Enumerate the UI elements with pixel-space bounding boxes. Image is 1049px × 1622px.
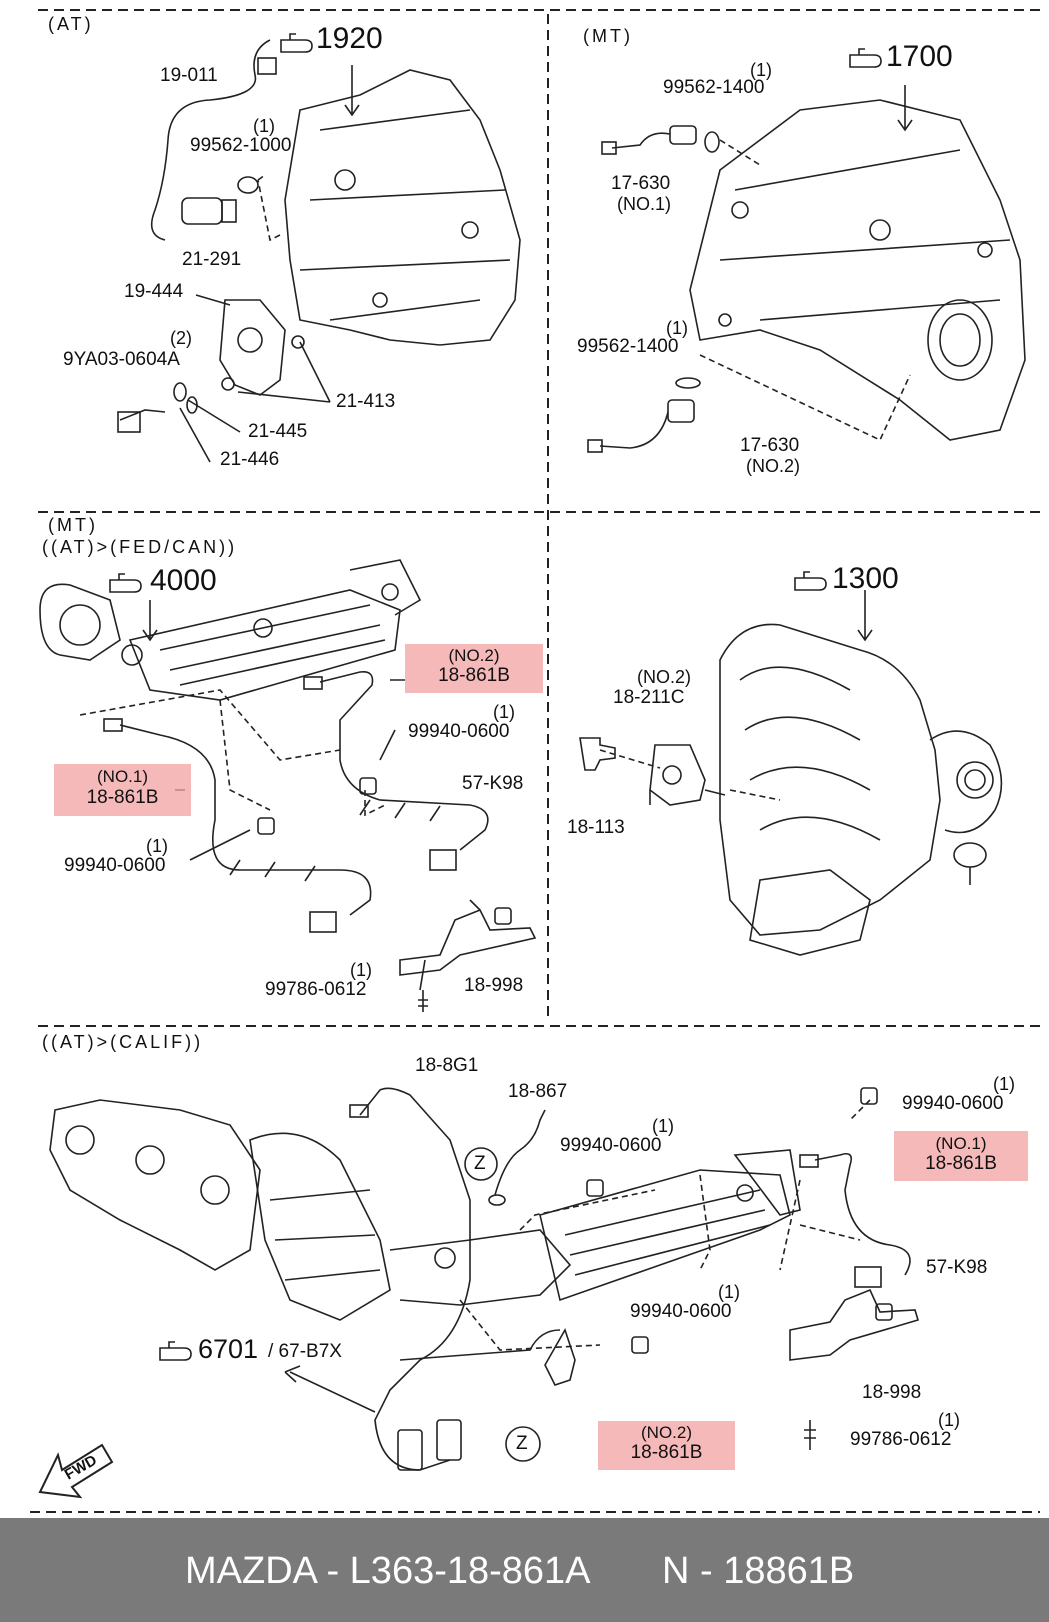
qty-calif-nut-b: (1): [718, 1282, 740, 1302]
label-17-630-b: 17-630: [740, 435, 800, 456]
label-calif-no1-tag: (NO.1): [935, 1134, 987, 1153]
qty-calif-bolt: (1): [938, 1410, 960, 1430]
section-header-mt: (MT): [583, 26, 633, 46]
label-18-8g1: 18-8G1: [415, 1055, 479, 1076]
ref-1700: 1700: [886, 40, 953, 73]
qty-calif-nut-c: (1): [993, 1074, 1015, 1094]
highlight-fed-no1: [54, 764, 191, 816]
section-header-fed-1: (MT): [48, 515, 98, 535]
label-calif-57-k98: 57-K98: [926, 1257, 988, 1278]
highlight-calif-no2: [598, 1421, 735, 1470]
footer-bar: MAZDA - L363-18-861A N - 18861B: [0, 1518, 1049, 1622]
qty-9ya03: (2): [170, 328, 192, 348]
label-99562-1400-b: 99562-1400: [577, 336, 679, 357]
label-fed-bolt: 99786-0612: [265, 979, 367, 1000]
label-calif-18-998: 18-998: [862, 1382, 922, 1403]
label-calif-nut-a: 99940-0600: [560, 1135, 662, 1156]
highlight-fed-no2: [405, 644, 543, 693]
label-calif-no2: 18-861B: [630, 1442, 703, 1463]
qty-fed-bolt: (1): [350, 960, 372, 980]
label-17-630-b-no: (NO.2): [746, 456, 800, 476]
label-fed-nut2: 99940-0600: [64, 855, 166, 876]
footer-brand-part: MAZDA - L363-18-861A: [185, 1550, 591, 1592]
section-header-calif: ((AT)>(CALIF)): [42, 1032, 204, 1052]
footer-n-part: N - 18861B: [662, 1550, 855, 1592]
ref-6701: 6701: [198, 1334, 259, 1364]
label-21-413: 21-413: [336, 391, 396, 412]
label-calif-nut-c: 99940-0600: [902, 1093, 1004, 1114]
ref-4000: 4000: [150, 564, 217, 597]
label-fed-no2: 18-861B: [438, 665, 510, 686]
label-fed-18-998: 18-998: [464, 975, 524, 996]
label-9ya03-0604a: 9YA03-0604A: [63, 349, 180, 370]
qty-fed-nut1: (1): [493, 702, 515, 722]
qty-99562-1400-b: (1): [666, 318, 688, 338]
label-19-011: 19-011: [160, 65, 218, 86]
highlight-calif-no1: [894, 1131, 1028, 1181]
label-17-630-a-no: (NO.1): [617, 194, 671, 214]
label-21-291: 21-291: [182, 249, 242, 270]
ref-1300: 1300: [832, 562, 899, 595]
label-99562-1400-a: 99562-1400: [663, 77, 765, 98]
ref-67b7x: / 67-B7X: [268, 1341, 342, 1362]
label-18-867: 18-867: [508, 1081, 568, 1102]
label-21-446: 21-446: [220, 449, 280, 470]
label-calif-no1: 18-861B: [925, 1153, 997, 1174]
section-header-fed-2: ((AT)>(FED/CAN)): [42, 537, 238, 557]
label-fed-no1: 18-861B: [86, 787, 159, 808]
label-18-211c-no: (NO.2): [637, 667, 691, 687]
label-17-630-a: 17-630: [611, 173, 671, 194]
label-fed-no1-tag: (NO.1): [97, 767, 148, 786]
label-fed-57-k98: 57-K98: [462, 773, 524, 794]
qty-99562-1000: (1): [253, 116, 275, 136]
label-fed-nut1: 99940-0600: [408, 721, 510, 742]
label-z-1: Z: [474, 1153, 486, 1174]
qty-calif-nut-a: (1): [652, 1116, 674, 1136]
label-18-211c: 18-211C: [613, 687, 685, 708]
label-calif-bolt: 99786-0612: [850, 1429, 952, 1450]
ref-1920: 1920: [316, 22, 383, 55]
label-z-2: Z: [516, 1433, 528, 1454]
label-19-444: 19-444: [124, 281, 184, 302]
label-21-445: 21-445: [248, 421, 308, 442]
parts-diagram-art: [30, 9, 1040, 1513]
section-header-at: (AT): [48, 14, 94, 34]
label-99562-1000: 99562-1000: [190, 135, 292, 156]
label-18-113: 18-113: [567, 817, 625, 838]
label-calif-no2-tag: (NO.2): [641, 1423, 692, 1442]
label-fed-no2-tag: (NO.2): [448, 646, 500, 665]
qty-99562-1400-a: (1): [750, 60, 772, 80]
qty-fed-nut2: (1): [146, 836, 168, 856]
label-calif-nut-b: 99940-0600: [630, 1301, 732, 1322]
